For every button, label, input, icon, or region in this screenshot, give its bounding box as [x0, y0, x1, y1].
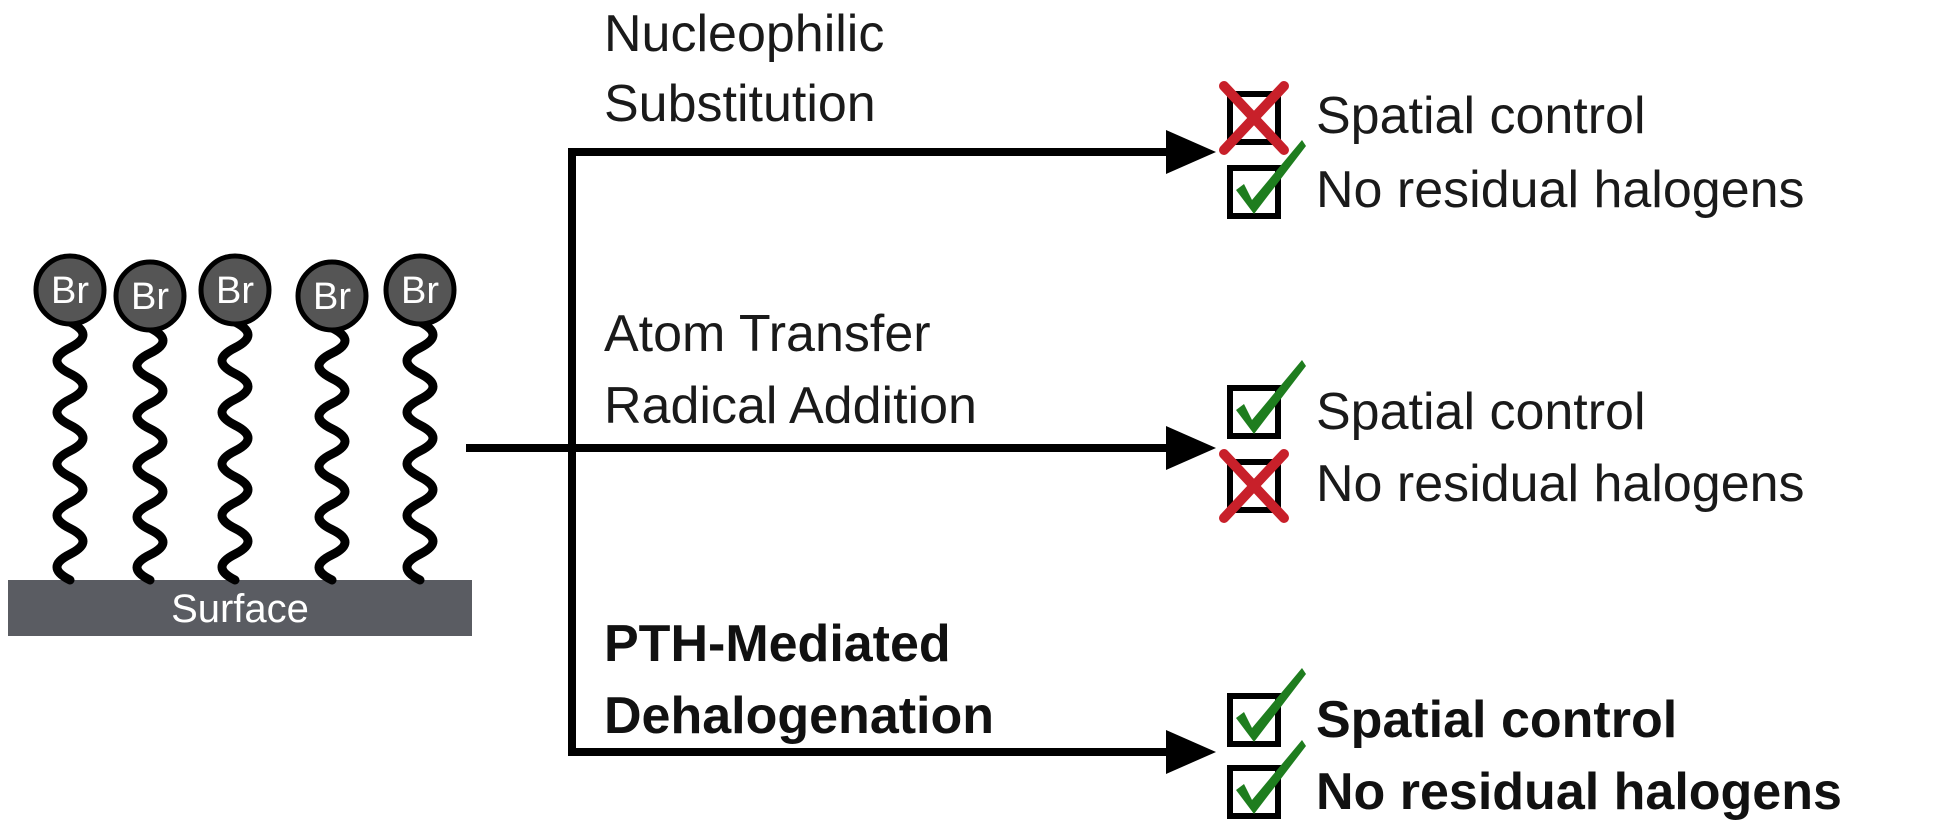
bromine-atom	[113, 259, 187, 333]
pathway-3-outcome-1-label: Spatial control	[1316, 691, 1678, 749]
alkyl-chain	[217, 317, 253, 585]
bromine-atom	[33, 253, 107, 327]
pathway-3-name-line2: Dehalogenation	[604, 687, 995, 745]
arrow-bottom-head	[1166, 730, 1216, 774]
flow-arrows	[466, 148, 1170, 756]
check-icon	[1236, 668, 1306, 742]
bromine-label: Br	[401, 270, 439, 312]
arrow-top-head	[1166, 130, 1216, 174]
pathway-1-outcome-2-label: No residual halogens	[1316, 161, 1805, 219]
pathway-2-name-line1: Atom Transfer	[604, 305, 931, 363]
check-icon	[1236, 140, 1306, 214]
bromine-label: Br	[131, 276, 169, 318]
check-icon	[1236, 360, 1306, 434]
check-icon	[1236, 740, 1306, 814]
cross-icon	[1219, 449, 1289, 523]
cross-icon	[1219, 81, 1289, 155]
pathway-1-name-line1: Nucleophilic	[604, 5, 885, 63]
alkyl-chain	[402, 317, 438, 585]
bromine-atom	[383, 253, 457, 327]
arrow-middle-head	[1166, 426, 1216, 470]
alkyl-chain	[132, 323, 168, 585]
outcome-marks	[1219, 81, 1306, 819]
alkyl-chain	[52, 317, 88, 585]
pathway-2-outcome-2-label: No residual halogens	[1316, 455, 1805, 513]
tethered-chains: Br Br Br Br Br	[33, 253, 457, 585]
pathway-1-outcome-1-label: Spatial control	[1316, 87, 1646, 145]
bromine-label: Br	[51, 270, 89, 312]
surface-bar	[8, 580, 472, 636]
pathway-3-name-line1: PTH-Mediated	[604, 615, 951, 673]
surface-label: Surface	[171, 587, 309, 631]
bromine-atom	[295, 259, 369, 333]
alkyl-chain	[314, 323, 350, 585]
bromine-atom	[198, 253, 272, 327]
pathway-2-outcome-1-label: Spatial control	[1316, 383, 1646, 441]
bromine-label: Br	[216, 270, 254, 312]
pathway-2-name-line2: Radical Addition	[604, 377, 977, 435]
pathway-1-name-line2: Substitution	[604, 75, 876, 133]
bromine-label: Br	[313, 276, 351, 318]
pathway-3-outcome-2-label: No residual halogens	[1316, 763, 1842, 821]
